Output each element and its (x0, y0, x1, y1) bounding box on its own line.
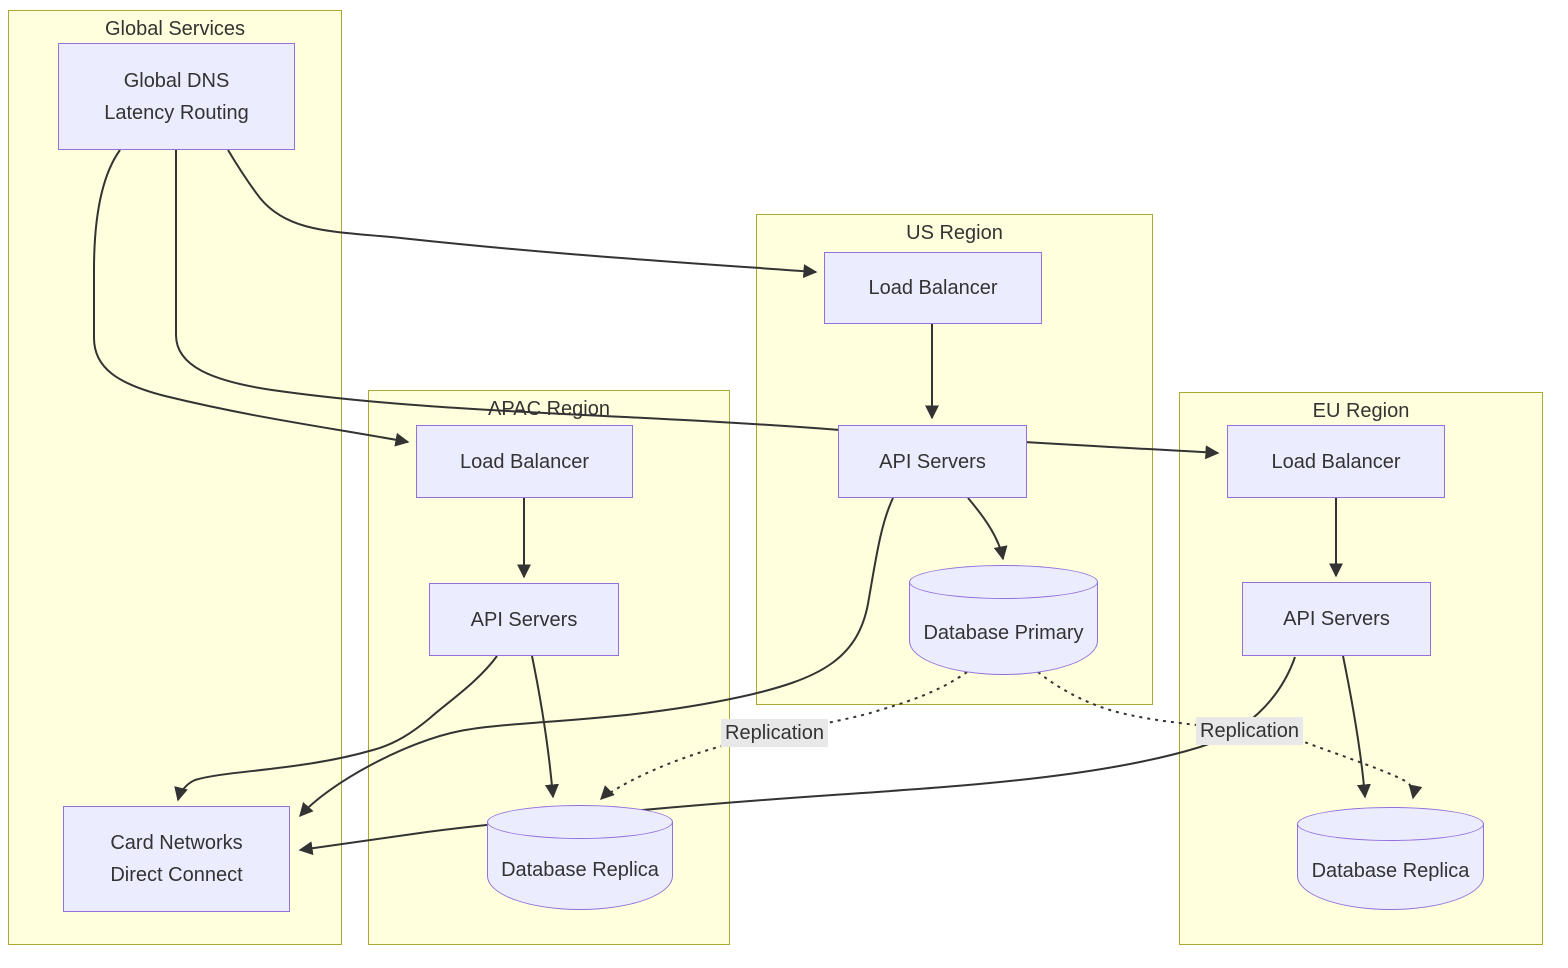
apac-load-balancer-label: Load Balancer (460, 450, 589, 473)
database-primary-label: Database Primary (923, 621, 1084, 644)
us-load-balancer-node: Load Balancer (824, 252, 1042, 324)
global-dns-node: Global DNS Latency Routing (58, 43, 295, 150)
card-networks-label-line2: Direct Connect (110, 864, 243, 886)
apac-database-replica-label: Database Replica (501, 859, 659, 881)
card-networks-node: Card Networks Direct Connect (63, 806, 290, 912)
eu-database-replica-cylinder: Database Replica (1297, 807, 1484, 910)
us-api-servers-node: API Servers (838, 425, 1027, 498)
database-primary-cylinder: Database Primary (909, 565, 1098, 675)
global-dns-label-line2: Latency Routing (104, 101, 249, 124)
replication-label-eu: Replication (1196, 717, 1303, 745)
us-region-title: US Region (906, 222, 1003, 244)
eu-load-balancer-node: Load Balancer (1227, 425, 1445, 498)
database-primary-cylinder-top (909, 565, 1098, 599)
card-networks-label-line1: Card Networks (110, 832, 243, 854)
global-services-region: Global Services (8, 10, 342, 945)
replication-label-apac: Replication (721, 719, 828, 747)
eu-region-title: EU Region (1312, 400, 1410, 422)
us-load-balancer-label: Load Balancer (868, 277, 998, 299)
global-services-region-title: Global Services (104, 18, 246, 40)
apac-database-replica-cylinder: Database Replica (487, 805, 673, 910)
eu-database-replica-cylinder-top (1297, 807, 1484, 841)
eu-database-replica-label: Database Replica (1311, 860, 1470, 882)
eu-api-servers-node: API Servers (1242, 582, 1431, 656)
apac-database-replica-cylinder-top (487, 805, 673, 839)
apac-api-servers-node: API Servers (429, 583, 619, 656)
apac-load-balancer-node: Load Balancer (416, 425, 633, 498)
us-api-servers-label: API Servers (879, 450, 986, 473)
eu-api-servers-label: API Servers (1283, 608, 1390, 630)
apac-region-title: APAC Region (488, 398, 610, 420)
global-dns-label-line1: Global DNS (123, 69, 230, 92)
apac-api-servers-label: API Servers (470, 608, 578, 631)
eu-load-balancer-label: Load Balancer (1271, 450, 1401, 473)
